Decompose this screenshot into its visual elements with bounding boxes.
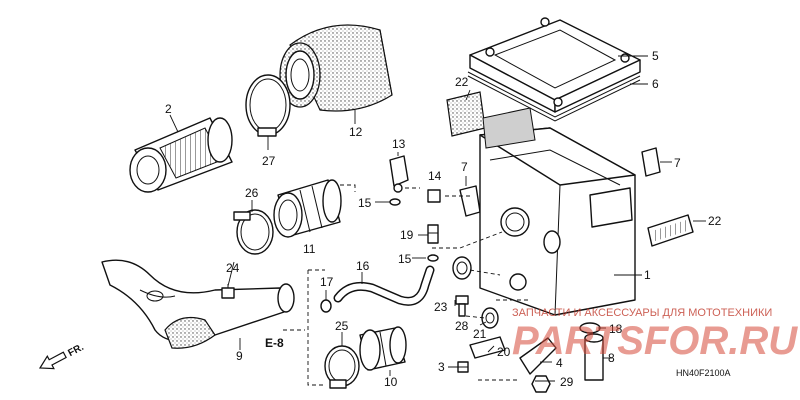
front-arrow-icon [38,351,67,370]
bracket-4 [519,337,557,375]
grommet-23 [452,256,472,280]
front-arrow: FR. [38,342,86,370]
seal-pad-22-right [647,214,694,247]
clamp-25 [324,345,360,389]
filter-cage-tube [129,117,233,193]
callout-19: 19 [400,228,414,242]
callout-20: 20 [497,345,511,359]
callout-27: 27 [262,154,276,168]
rubber-boot-11 [273,179,342,238]
clip-17 [320,299,332,313]
callout-12: 12 [349,125,363,139]
callout-11: 11 [303,242,316,256]
nut-29 [531,375,551,393]
callout-10: 10 [384,375,398,389]
sensor-13 [389,155,409,193]
front-label: FR. [66,342,86,359]
watermark-logo: PARTSFOR.RU [512,319,798,363]
clamp-26 [233,209,274,255]
callout-6: 6 [652,77,659,91]
air-filter-element [279,24,393,112]
air-cleaner-case [479,107,636,316]
reference-e8: E-8 [265,336,284,350]
callout-7-right: 7 [674,156,681,170]
clip-7-left [459,185,481,217]
cover-seal-6 [467,71,641,122]
breather-hose-16 [333,265,435,306]
callout-28: 28 [455,319,469,333]
callout-7-left: 7 [461,160,468,174]
bolt-28 [455,295,469,317]
watermark: ЗАПЧАСТИ И АКСЕССУАРЫ ДЛЯ МОТОТЕХНИКИ PA… [512,307,798,363]
seal-pad-22-upper [446,91,486,137]
callout-5: 5 [652,49,659,63]
callout-23: 23 [434,300,448,314]
callout-labels: 1 2 3 4 5 6 7 7 8 9 10 11 12 13 14 15 15… [165,49,722,389]
assembly-dashed-lines [283,184,530,386]
reference-label: E-8 [265,336,284,350]
callout-24: 24 [226,261,240,275]
callout-8: 8 [608,351,615,365]
callout-22-upper: 22 [455,75,469,89]
callout-22-right: 22 [708,214,722,228]
clip-15-upper [389,198,401,206]
callout-2: 2 [165,102,172,116]
air-filter-clamp [245,74,291,137]
clip-15-lower [427,254,439,262]
cap-14 [427,189,441,203]
stay-20 [469,336,506,359]
callout-4: 4 [556,356,563,370]
callout-3: 3 [438,360,445,374]
callout-26: 26 [245,186,259,200]
joint-boot-10 [359,326,407,371]
grommet-21 [481,307,499,329]
callout-16: 16 [356,259,370,273]
callout-17: 17 [320,275,334,289]
case-cover-5 [469,17,641,113]
callout-18: 18 [609,322,623,336]
callout-14: 14 [428,169,442,183]
fitting-19 [427,224,439,244]
leader-lines [169,55,706,382]
intake-duct-9 [101,259,295,349]
bolt-24 [221,284,235,299]
watermark-tagline: ЗАПЧАСТИ И АКСЕССУАРЫ ДЛЯ МОТОТЕХНИКИ [512,307,772,319]
callout-21: 21 [473,327,487,341]
clip-7-right [641,147,661,177]
callout-29: 29 [560,375,574,389]
callout-13: 13 [392,137,406,151]
callout-15-upper: 15 [358,196,372,210]
callout-15-lower: 15 [398,252,412,266]
diagram-code: HN40F2100A [676,368,731,378]
callout-1: 1 [644,268,651,282]
callout-9: 9 [236,349,243,363]
callout-25: 25 [335,319,349,333]
drain-tube-8 [584,333,604,381]
